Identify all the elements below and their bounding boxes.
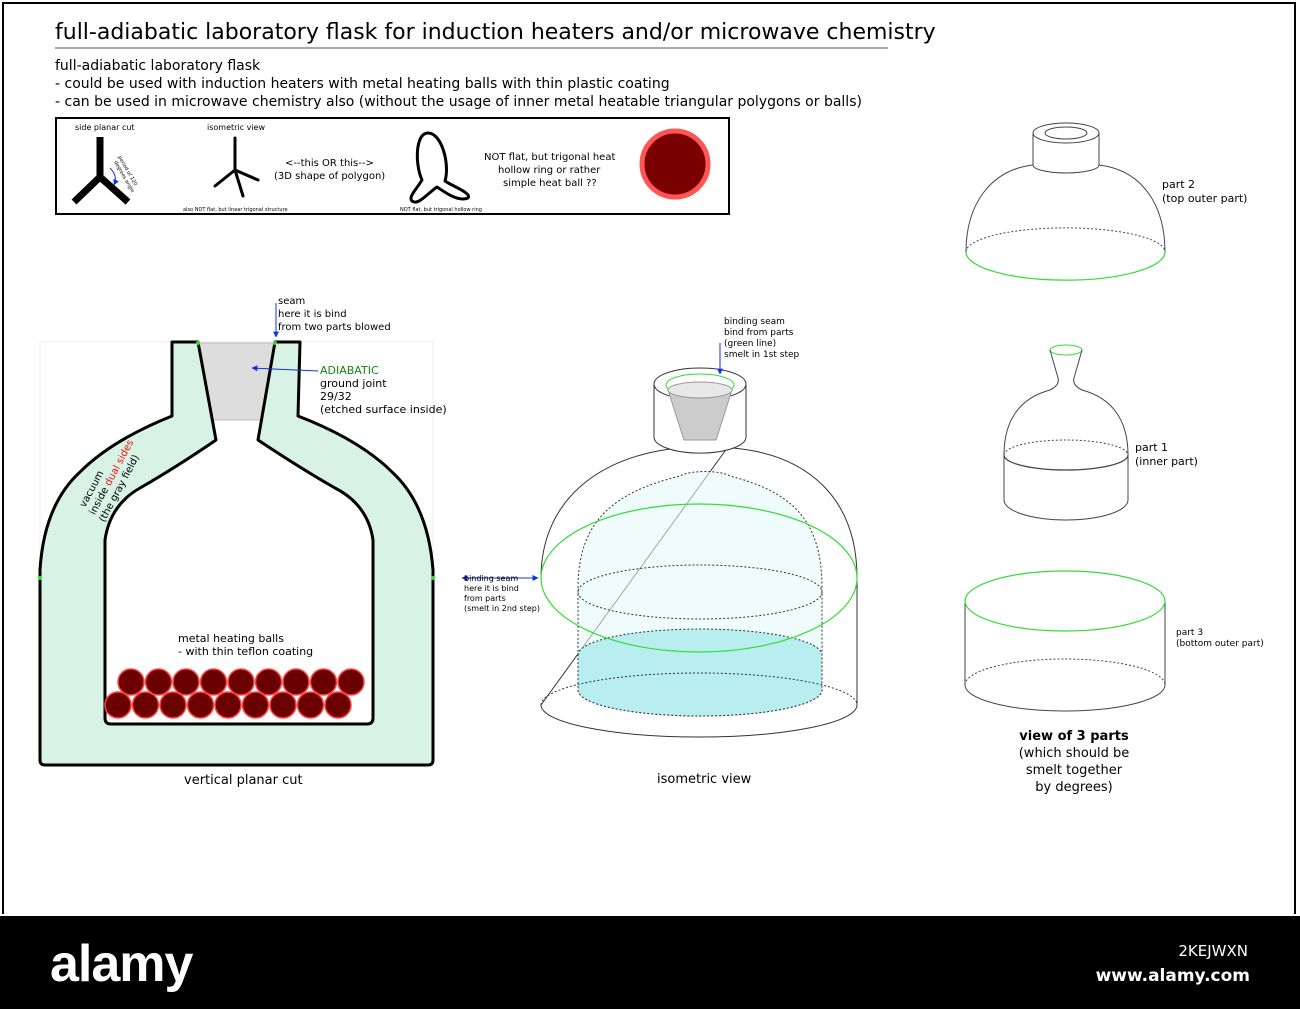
heating-ball — [159, 691, 187, 719]
heating-ball — [104, 691, 132, 719]
heating-ball — [241, 691, 270, 719]
or-line-1: <--this OR this--> — [285, 158, 374, 169]
image-id: 2KEJWXN — [1178, 942, 1248, 960]
alamy-logo: alamy — [50, 935, 193, 993]
part-3-drawing — [964, 570, 1166, 712]
iso-seam-label-3: (green line) — [724, 339, 776, 349]
iso-outer-dome — [540, 438, 858, 738]
diagram-frame — [2, 2, 1296, 914]
iso-base-back — [540, 672, 858, 706]
iso-liquid — [577, 628, 823, 717]
iso-seam-label-1: binding seam — [724, 317, 785, 327]
linear-note: also NOT flat, but linear trigonal struc… — [183, 207, 288, 213]
heat-ball-icon — [639, 128, 711, 200]
cut-caption: vertical planar cut — [184, 773, 303, 788]
part-1-drawing — [1003, 344, 1129, 521]
intro-line-1: full-adiabatic laboratory flask — [55, 58, 261, 74]
page-title: full-adiabatic laboratory flask for indu… — [55, 20, 936, 45]
view-parts-title: view of 3 parts — [1019, 729, 1129, 744]
heating-ball — [309, 668, 338, 696]
heating-ball — [214, 691, 242, 719]
seam-dot-left — [38, 576, 42, 580]
heating-ball — [186, 691, 215, 719]
heating-ball — [144, 668, 173, 696]
heating-ball — [324, 691, 352, 719]
joint-label-2: 29/32 — [320, 390, 352, 403]
seam2-label-2: here it is bind — [464, 584, 519, 593]
seam-label-2: here it is bind — [278, 309, 347, 320]
joint-label-1: ground joint — [320, 377, 387, 390]
ring-note: NOT flat, but trigonal hollow ring — [400, 207, 482, 213]
balls-label-1: metal heating balls — [178, 632, 284, 645]
heating-ball — [227, 668, 255, 696]
iso-joint-top — [667, 381, 733, 399]
heating-ball — [172, 668, 200, 696]
part-3-desc: (bottom outer part) — [1176, 639, 1264, 649]
heating-balls — [104, 668, 365, 719]
part-1-desc: (inner part) — [1135, 455, 1198, 468]
iso-caption: isometric view — [657, 772, 752, 787]
heating-ball — [254, 668, 283, 696]
seam-dot-top-left — [196, 341, 200, 345]
view-parts-line-2: (which should be — [1019, 746, 1130, 761]
intro-line-2: - could be used with induction heaters w… — [55, 76, 670, 92]
seam-label-3: from two parts blowed — [278, 322, 391, 333]
seam-dot-top-right — [273, 341, 277, 345]
seam-label-1: seam — [278, 296, 305, 307]
seam2-label-4: (smelt in 2nd step) — [464, 604, 540, 613]
three-parts-view: part 2 (top outer part) part 1 (inner pa… — [964, 122, 1264, 795]
part-3-label: part 3 — [1176, 628, 1203, 638]
polygon-legend-box: side planar cut period of 120 degrees an… — [55, 117, 730, 215]
iso-seam-label-4: smelt in 1st step — [724, 350, 800, 360]
heating-ball — [269, 691, 297, 719]
iso-inner-ellipse-mid — [577, 564, 823, 620]
iso-seam-label-2: bind from parts — [724, 328, 794, 338]
heat-line-3: simple heat ball ?? — [503, 178, 597, 189]
flask-wall — [38, 340, 435, 767]
joint-arrow — [251, 365, 319, 372]
view-parts-line-4: by degrees) — [1035, 780, 1112, 795]
intro-line-3: - can be used in microwave chemistry als… — [55, 94, 862, 110]
heating-ball — [296, 691, 325, 719]
isometric-view: binding seam bind from parts (green line… — [540, 317, 858, 787]
trigonal-hollow-ring-shape — [409, 131, 470, 204]
vertical-planar-cut: seam here it is bind from two parts blow… — [38, 296, 540, 788]
seam2-label-3: from parts — [464, 594, 506, 603]
heat-line-1: NOT flat, but trigonal heat — [484, 152, 615, 163]
isometric-y-shape — [213, 136, 260, 198]
side-cut-y-shape — [71, 137, 131, 205]
legend-iso-label: isometric view — [207, 123, 265, 132]
adiabatic-label: ADIABATIC — [320, 364, 379, 377]
joint-label-3: (etched surface inside) — [320, 403, 447, 416]
view-parts-line-3: smelt together — [1026, 763, 1123, 778]
part-2-drawing — [965, 122, 1166, 281]
part-1-label: part 1 — [1135, 441, 1168, 454]
seam-dot-right — [431, 576, 435, 580]
heat-line-2: hollow ring or rather — [498, 165, 601, 176]
part-2-label: part 2 — [1162, 178, 1195, 191]
or-line-2: (3D shape of polygon) — [274, 171, 385, 182]
balls-label-2: - with thin teflon coating — [178, 645, 313, 658]
seam2-label-1: binding seam — [464, 574, 518, 583]
heating-ball — [282, 668, 310, 696]
part-2-desc: (top outer part) — [1162, 192, 1247, 205]
heating-ball — [337, 668, 365, 696]
stock-url: www.alamy.com — [1095, 966, 1250, 986]
heating-ball — [131, 691, 160, 719]
iso-green-seam — [540, 503, 858, 653]
heating-ball — [199, 668, 228, 696]
legend-side-cut-label: side planar cut — [75, 123, 135, 132]
angle-arrow — [109, 167, 119, 186]
heating-ball — [117, 668, 145, 696]
stock-footer-bar: alamy 2KEJWXN www.alamy.com — [0, 916, 1300, 1009]
